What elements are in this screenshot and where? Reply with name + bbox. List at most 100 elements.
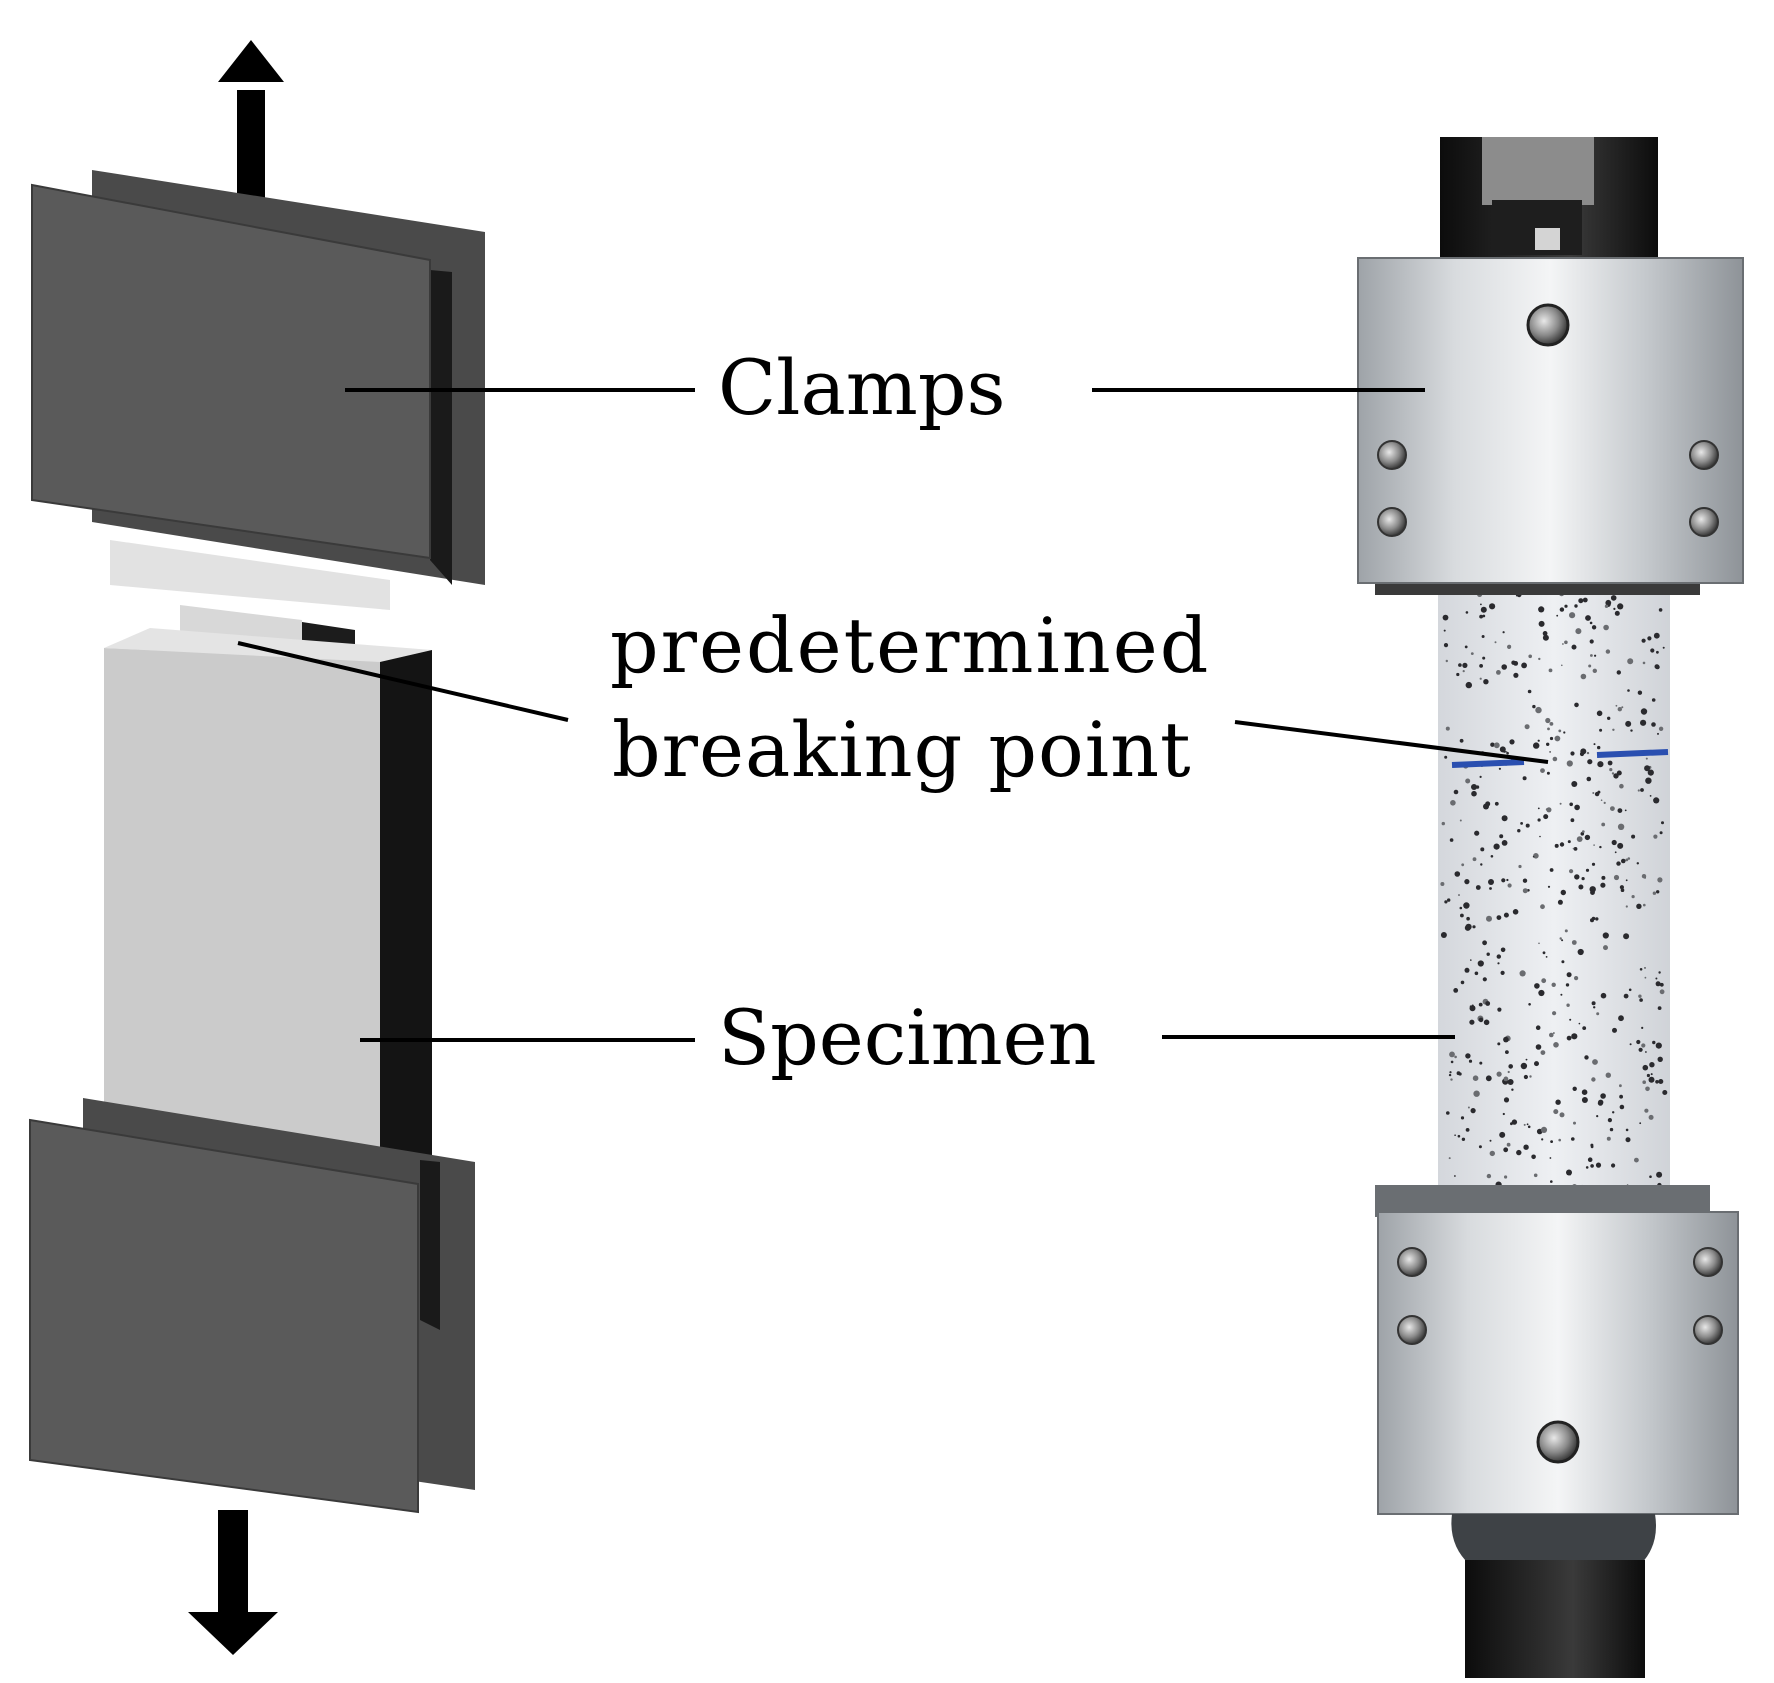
pore <box>1478 1017 1484 1023</box>
pore <box>1600 1093 1606 1099</box>
pore <box>1566 1035 1572 1041</box>
pore <box>1577 948 1584 956</box>
pore <box>1486 915 1492 922</box>
pore <box>1559 1112 1565 1118</box>
pore <box>1456 672 1460 677</box>
pore <box>1644 765 1651 772</box>
pore <box>1513 672 1519 678</box>
pore <box>1489 1139 1492 1142</box>
pore <box>1527 1125 1531 1129</box>
pore <box>1619 885 1624 890</box>
pore <box>1458 663 1462 667</box>
pore <box>1643 903 1646 907</box>
pore <box>1587 1157 1593 1162</box>
lower-clamp-front-plate <box>29 1118 419 1514</box>
pore <box>1501 664 1507 670</box>
pore <box>1541 978 1547 984</box>
pore <box>1543 814 1549 820</box>
pore <box>1600 799 1603 801</box>
lower-rod-cap <box>1451 1514 1656 1565</box>
pore <box>1444 900 1448 904</box>
pore <box>1590 1164 1594 1168</box>
pore <box>1578 884 1584 890</box>
pore <box>1616 670 1622 675</box>
pore <box>1509 739 1515 745</box>
pore <box>1641 1043 1646 1048</box>
pore <box>1554 735 1561 742</box>
pore <box>1445 659 1449 663</box>
pore <box>1501 815 1508 822</box>
pore <box>1448 1073 1452 1077</box>
pore <box>1558 729 1562 733</box>
pore <box>1540 1050 1546 1055</box>
pore <box>1503 1076 1509 1082</box>
bolt <box>1536 1420 1580 1464</box>
pore <box>1496 954 1502 959</box>
pore <box>1580 673 1587 680</box>
pore <box>1645 1051 1647 1053</box>
pore <box>1610 806 1615 811</box>
bolt <box>1397 1247 1427 1277</box>
pore <box>1638 994 1642 998</box>
pore <box>1464 879 1470 885</box>
pore <box>1587 759 1593 765</box>
pore <box>1611 839 1617 846</box>
pore <box>1559 842 1565 847</box>
pore <box>1591 916 1596 921</box>
pore <box>1516 1149 1522 1156</box>
pore <box>1574 702 1579 708</box>
pore <box>1528 1003 1531 1006</box>
pore <box>1468 1059 1473 1063</box>
pore <box>1490 742 1495 747</box>
pore <box>1610 595 1617 601</box>
pore <box>1625 905 1628 908</box>
pore <box>1570 751 1575 756</box>
pore <box>1659 989 1665 995</box>
pore <box>1600 992 1607 999</box>
pore <box>1477 960 1484 967</box>
pore <box>1649 1175 1652 1178</box>
pore <box>1576 836 1583 842</box>
pore <box>1604 604 1609 608</box>
pore <box>1497 1007 1502 1012</box>
pore <box>1557 899 1563 905</box>
pore <box>1592 1059 1598 1065</box>
pore <box>1611 1163 1616 1168</box>
pore <box>1656 1171 1663 1178</box>
pore <box>1619 1084 1622 1088</box>
pore <box>1658 971 1661 974</box>
pore <box>1503 1036 1509 1043</box>
pore <box>1582 597 1588 603</box>
pore <box>1651 722 1656 727</box>
pore <box>1519 970 1526 977</box>
pore <box>1449 838 1454 842</box>
pore <box>1647 636 1652 641</box>
pore <box>1561 960 1565 964</box>
pore <box>1523 1123 1526 1126</box>
pore <box>1505 1050 1509 1054</box>
pore <box>1480 847 1485 852</box>
pore <box>1648 1114 1654 1120</box>
pore <box>1584 834 1591 841</box>
pore <box>1482 614 1486 618</box>
pore <box>1585 1166 1589 1169</box>
pore <box>1627 689 1630 692</box>
pore <box>1657 1006 1662 1010</box>
pore <box>1480 606 1487 613</box>
pore <box>1518 864 1522 869</box>
pore <box>1642 1064 1649 1071</box>
pore <box>1567 840 1571 844</box>
bolt <box>1689 507 1719 537</box>
schematic-model <box>29 40 485 1655</box>
pore <box>1482 940 1487 946</box>
pore <box>1496 915 1502 920</box>
pore <box>1549 751 1551 753</box>
pore <box>1625 1128 1629 1132</box>
pore <box>1528 654 1532 659</box>
pore <box>1640 788 1644 792</box>
pore <box>1531 1154 1536 1160</box>
pore <box>1630 729 1633 732</box>
pore <box>1501 840 1508 846</box>
bolt <box>1526 303 1570 347</box>
pore <box>1460 1116 1465 1120</box>
